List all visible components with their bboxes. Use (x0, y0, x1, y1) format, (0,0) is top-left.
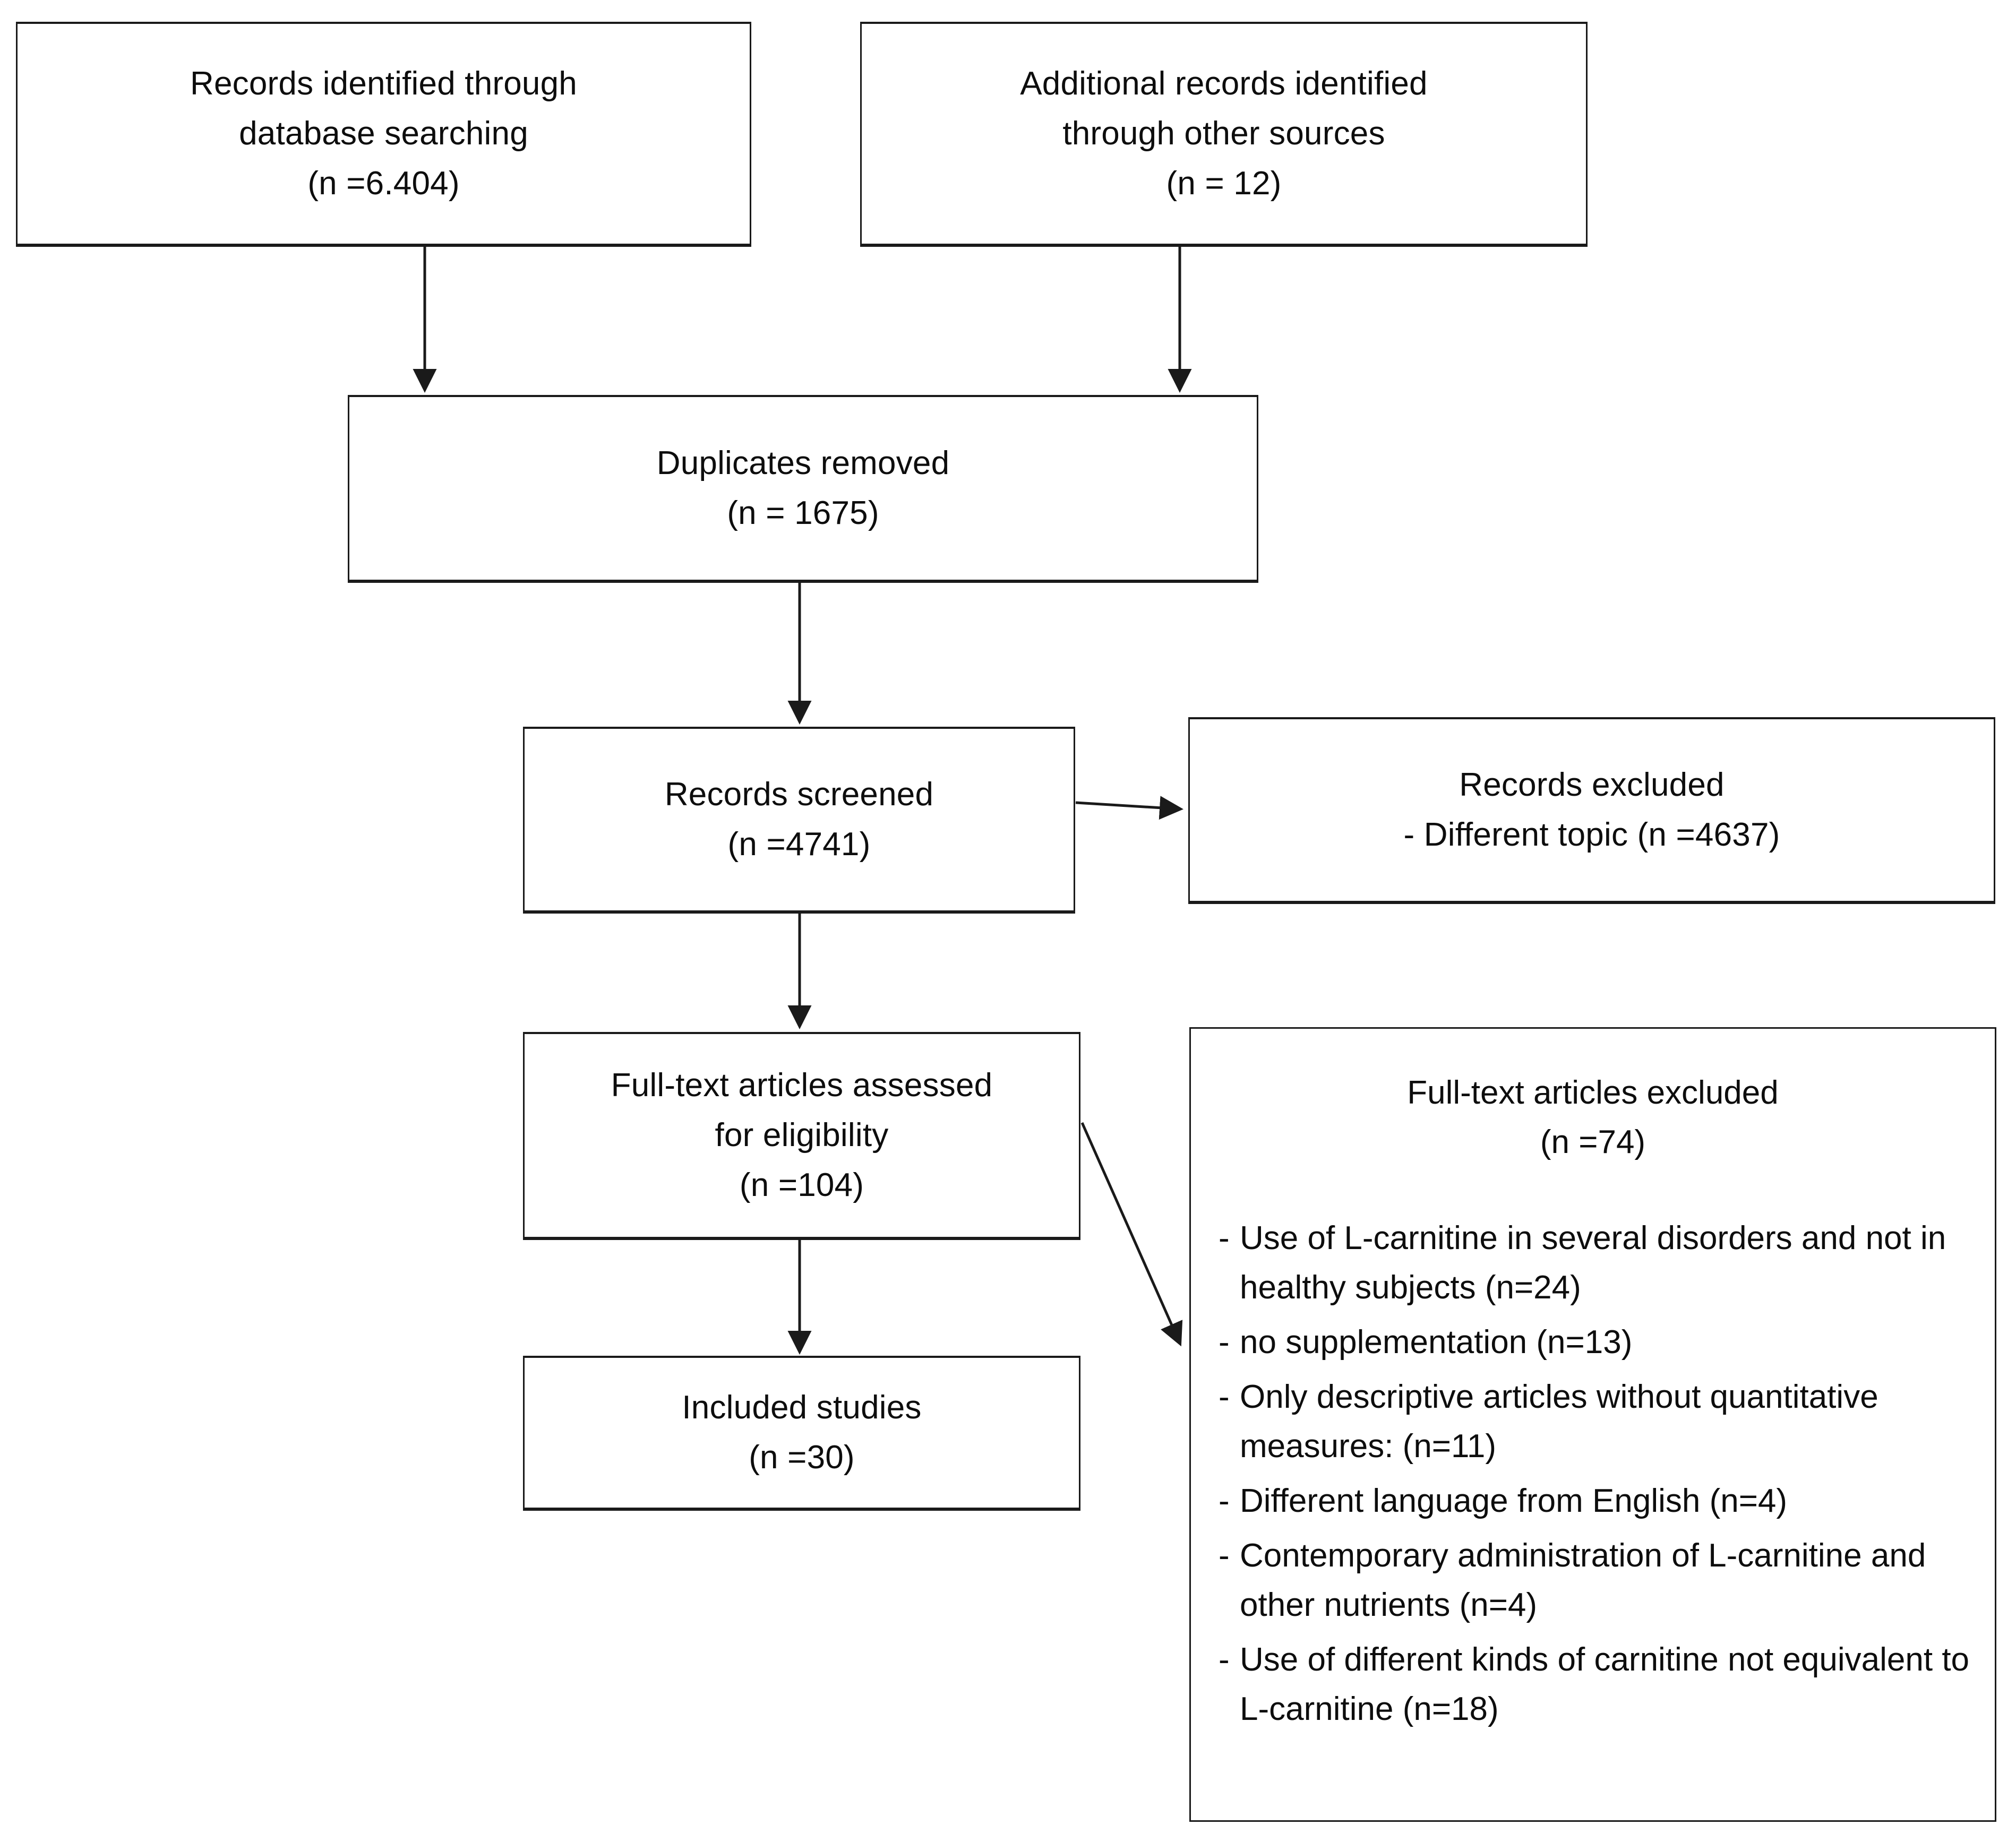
bullet-dash-icon: - (1219, 1379, 1230, 1415)
edge-fulltext-to-excluded (1080, 1122, 1183, 1347)
node-line: (n = 1675) (727, 495, 879, 531)
node-line: Records screened (664, 776, 934, 813)
node-line: (n =6.404) (307, 165, 460, 202)
node-fulltext-articles-excluded: Full-text articles excluded (n =74) - Us… (1189, 1027, 1996, 1822)
list-item-label: Contemporary administration of L-carniti… (1240, 1537, 1926, 1623)
node-line: Records excluded (1459, 766, 1725, 803)
node-line: database searching (239, 115, 528, 152)
list-item: - Contemporary administration of L-carni… (1219, 1531, 1981, 1630)
bullet-dash-icon: - (1219, 1220, 1230, 1256)
node-line: - Different topic (n =4637) (1403, 816, 1780, 853)
node-line: Full-text articles assessed (611, 1066, 993, 1104)
node-records-identified-other-sources: Additional records identified through ot… (860, 22, 1588, 245)
list-item-label: Only descriptive articles without quanti… (1240, 1379, 1878, 1465)
node-line: through other sources (1062, 115, 1385, 152)
list-item: - Only descriptive articles without quan… (1219, 1372, 1981, 1471)
list-item: - no supplementation (n=13) (1219, 1318, 1981, 1367)
bullet-dash-icon: - (1219, 1324, 1230, 1361)
panel-title-line: Full-text articles excluded (1407, 1074, 1779, 1111)
node-line: Additional records identified (1020, 65, 1428, 102)
list-item: - Use of different kinds of carnitine no… (1219, 1635, 1981, 1734)
edge-screened-to-excluded (1075, 796, 1183, 820)
node-line: (n =30) (749, 1439, 855, 1476)
panel-title: Full-text articles excluded (n =74) (1191, 1068, 1995, 1167)
node-line: (n =104) (739, 1167, 864, 1204)
node-line: Included studies (682, 1389, 922, 1426)
node-fulltext-articles-assessed: Full-text articles assessed for eligibil… (523, 1032, 1080, 1238)
list-item: - Use of L-carnitine in several disorder… (1219, 1213, 1981, 1312)
node-records-excluded: Records excluded - Different topic (n =4… (1188, 718, 1995, 902)
exclusion-reason-list: - Use of L-carnitine in several disorder… (1191, 1213, 1995, 1734)
list-item-label: Use of L-carnitine in several disorders … (1240, 1220, 1946, 1306)
node-line: for eligibility (715, 1116, 889, 1154)
node-line: Duplicates removed (656, 444, 950, 481)
node-records-identified-database: Records identified through database sear… (16, 22, 751, 245)
list-item-label: no supplementation (n=13) (1240, 1324, 1633, 1361)
node-duplicates-removed: Duplicates removed (n = 1675) (348, 395, 1258, 581)
bullet-dash-icon: - (1219, 1483, 1230, 1519)
node-line: (n = 12) (1166, 165, 1282, 202)
node-included-studies: Included studies (n =30) (523, 1356, 1080, 1509)
panel-title-line: (n =74) (1540, 1124, 1646, 1160)
list-item-label: Different language from English (n=4) (1240, 1483, 1788, 1519)
node-line: (n =4741) (727, 826, 871, 863)
node-line: Records identified through (190, 65, 577, 102)
bullet-dash-icon: - (1219, 1641, 1230, 1678)
list-item-label: Use of different kinds of carnitine not … (1240, 1641, 1970, 1727)
bullet-dash-icon: - (1219, 1537, 1230, 1574)
list-item: - Different language from English (n=4) (1219, 1476, 1981, 1526)
node-records-screened: Records screened (n =4741) (523, 727, 1075, 912)
